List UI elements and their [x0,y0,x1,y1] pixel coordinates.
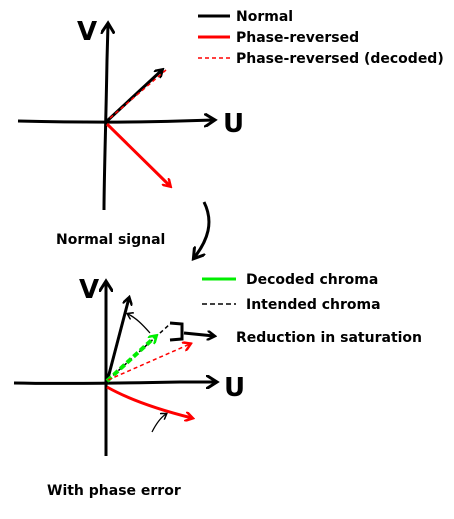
legend-decoded-label: Decoded chroma [246,272,378,288]
bottom-u-label: U [224,373,245,403]
bottom-normal-vector [105,298,129,383]
legend-intended-label: Intended chroma [246,297,381,313]
legend-normal-label: Normal [236,9,293,25]
transition-arrow [194,201,211,258]
saturation-pointer-arrow [183,333,214,336]
top-reversed-vector [105,122,170,186]
top-v-axis [104,24,108,211]
legend-bottom: Decoded chroma Intended chroma [202,272,381,313]
top-angle-arrow [128,314,151,334]
bottom-reversed-vector [106,385,192,418]
top-u-label: U [223,109,244,139]
bottom-plot: V U Reduction in saturation With phase e… [13,275,422,499]
bottom-reversed-decoded-vector [107,344,190,381]
saturation-bracket [169,321,184,342]
saturation-annotation: Reduction in saturation [236,330,422,346]
top-plot: V U Normal signal [17,17,244,248]
top-v-label: V [77,17,97,47]
top-reversed-decoded-vector [109,69,167,119]
bottom-v-label: V [79,275,99,305]
bottom-angle-arrow [151,414,166,433]
bottom-u-axis [13,382,216,383]
legend-top: Normal Phase-reversed Phase-reversed (de… [198,9,444,67]
bottom-decoded-vector [105,336,156,383]
top-caption: Normal signal [56,232,165,248]
legend-reversed-decoded-label: Phase-reversed (decoded) [236,51,444,67]
top-u-axis [17,120,214,122]
bottom-caption: With phase error [47,483,181,499]
legend-reversed-label: Phase-reversed [236,30,359,46]
